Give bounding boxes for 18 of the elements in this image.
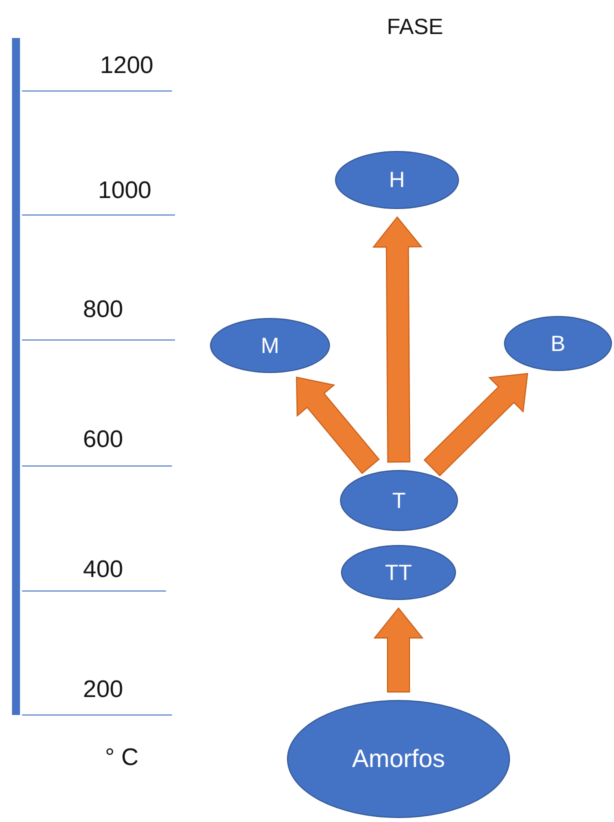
node-label: T (392, 488, 406, 514)
arrow (373, 607, 424, 692)
scale-label: 800 (83, 296, 124, 324)
scale-label: 1000 (98, 177, 152, 205)
arrow (296, 376, 380, 474)
scale-label: 200 (83, 676, 124, 704)
scale-label: 400 (83, 556, 124, 584)
node-label: Amorfos (352, 744, 446, 774)
node-label: TT (385, 560, 412, 586)
arrow (424, 373, 528, 476)
node-label: B (550, 330, 566, 356)
node-label: M (260, 332, 280, 358)
scale-label: ° C (105, 744, 139, 772)
node-label: H (389, 167, 405, 193)
scale-label: 1200 (100, 52, 154, 80)
arrow (372, 216, 422, 463)
scale-label: 600 (83, 426, 124, 454)
title: FASE (386, 14, 444, 40)
